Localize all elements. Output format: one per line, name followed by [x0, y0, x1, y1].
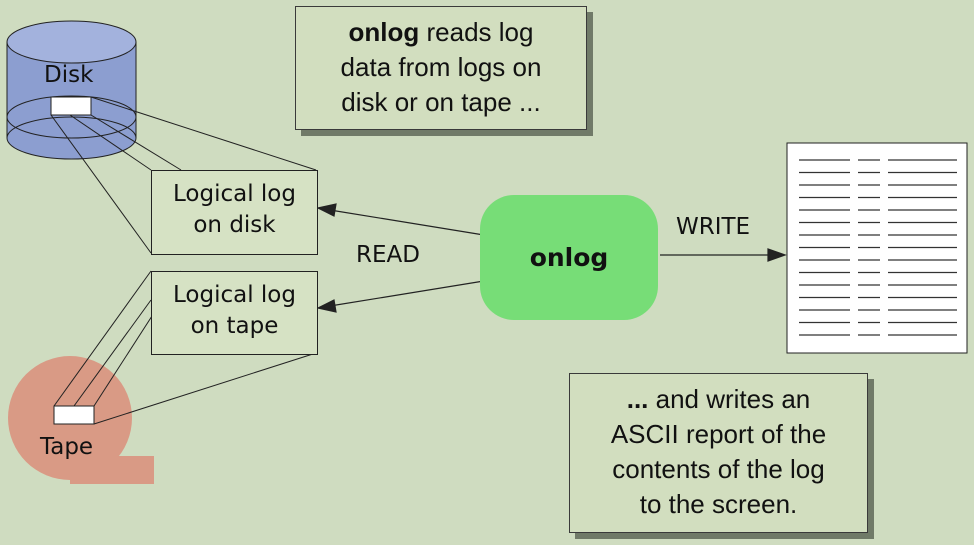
tape-icon: [8, 356, 154, 484]
tape-label: Tape: [40, 434, 94, 460]
disk-zoom-lines: [50, 96, 317, 254]
box-tape-line1: Logical log: [173, 282, 296, 308]
note-bottom-line2: ASCII report of the: [610, 419, 827, 449]
write-label: WRITE: [676, 214, 751, 240]
note-bottom-line1: and writes an: [648, 384, 811, 414]
box-tape-line2: on tape: [190, 313, 279, 339]
logical-log-disk-box: Logical log on disk: [151, 170, 318, 255]
note-top-line3: disk or on tape ...: [341, 87, 541, 117]
box-disk-line2: on disk: [193, 212, 276, 238]
write-arrow: [660, 248, 787, 262]
note-bottom-bold: ...: [626, 384, 649, 414]
disk-icon: [6, 20, 137, 160]
onlog-node: onlog: [480, 195, 658, 320]
note-top-line1: reads log: [419, 17, 534, 47]
note-bottom-line3: contents of the log: [612, 454, 825, 484]
disk-label: Disk: [44, 62, 94, 88]
read-arrows: [316, 203, 491, 313]
note-top-line2: data from logs on: [340, 52, 542, 82]
logical-log-tape-box: Logical log on tape: [151, 271, 318, 355]
report-page-icon: [786, 142, 968, 354]
note-top-bold: onlog: [348, 17, 420, 47]
note-bottom-line4: to the screen.: [639, 489, 798, 519]
read-label: READ: [356, 242, 420, 268]
box-disk-line1: Logical log: [173, 181, 296, 207]
note-onlog-reads: onlog reads log data from logs on disk o…: [295, 6, 587, 130]
note-writes-report: ... and writes an ASCII report of the co…: [569, 373, 868, 533]
